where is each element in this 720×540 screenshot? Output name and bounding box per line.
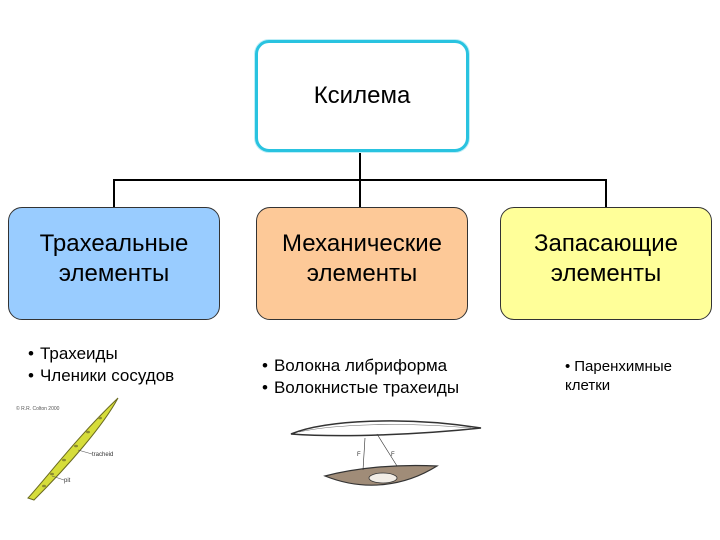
fiber-label: F	[357, 452, 361, 458]
fiber-illustration: F F	[290, 420, 482, 486]
fiber-label: F	[391, 452, 395, 458]
node-label: Запасающие элементы	[533, 229, 679, 287]
mechanical-list: Волокна либриформа Волокнистые трахеиды	[262, 355, 459, 399]
node-storage-elements: Запасающие элементы	[500, 207, 712, 320]
root-node-xylem: Ксилема	[255, 40, 469, 152]
copyright-text: © R.R. Colton 2000	[16, 405, 60, 412]
tracheid-illustration: © R.R. Colton 2000 tracheid pit	[16, 397, 119, 501]
list-item: Паренхимные клетки	[565, 358, 672, 394]
storage-list: Паренхимные клетки	[565, 357, 705, 395]
list-item: Трахеиды	[28, 343, 174, 365]
tracheal-list: Трахеиды Членики сосудов	[28, 343, 174, 387]
list-item: Волокнистые трахеиды	[262, 377, 459, 399]
node-tracheal-elements: Трахеальные элементы	[8, 207, 220, 320]
node-label: Механические элементы	[282, 229, 442, 287]
tracheid-label: tracheid	[92, 452, 113, 458]
root-label: Ксилема	[313, 82, 411, 109]
list-item: Волокна либриформа	[262, 355, 459, 377]
pit-label: pit	[64, 478, 71, 484]
node-label: Трахеальные элементы	[39, 229, 189, 287]
node-mechanical-elements: Механические элементы	[256, 207, 468, 320]
list-item: Членики сосудов	[28, 365, 174, 387]
